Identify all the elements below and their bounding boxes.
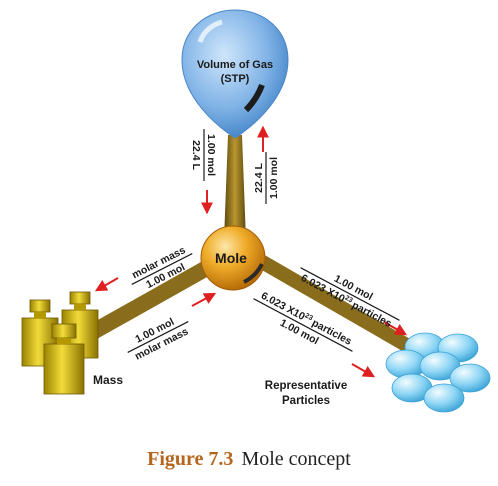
balloon-label-line1: Volume of Gas [197, 59, 273, 71]
arrow-particles-to-mole [351, 363, 376, 378]
gas-down-numerator: 1.00 mol [205, 134, 217, 176]
mole-sphere-stripe [243, 263, 264, 284]
mass-weights: Mass [21, 291, 123, 395]
balloon-dark-stripe [243, 83, 265, 113]
gas-down-denominator: 22.4 L [190, 140, 202, 170]
balloon-shape [181, 9, 289, 139]
connecting-rods [80, 135, 412, 352]
particle-5 [449, 363, 491, 393]
gas-up-denominator: 1.00 mol [268, 157, 280, 199]
mole-sphere: Mole [200, 225, 266, 291]
arrow-mass-to-mole [191, 292, 217, 307]
rod-to-particles [248, 250, 412, 352]
arrow-mole-to-particles [383, 321, 408, 336]
caption-title: Mole concept [241, 448, 351, 470]
mass-label: Mass [93, 373, 123, 387]
weight-front [43, 323, 85, 395]
gas-to-mole-fraction: 1.00 mol 22.4 L [190, 129, 217, 181]
particle-cluster: Representative Particles [265, 332, 491, 413]
particle-7 [423, 383, 465, 413]
figure-caption: Figure 7.3 Mole concept [147, 448, 351, 470]
rod-to-balloon [224, 135, 246, 240]
gas-up-numerator: 22.4 L [253, 163, 265, 193]
conversion-arrows [94, 125, 408, 378]
caption-text: Figure 7.3 Mole concept [147, 448, 351, 470]
mole-to-gas-fraction: 22.4 L 1.00 mol [253, 152, 280, 204]
caption-number: Figure 7.3 [147, 448, 233, 470]
mole-sphere-body [200, 225, 266, 291]
gas-balloon: Volume of Gas (STP) [181, 9, 289, 139]
arrow-mole-to-mass [94, 277, 119, 292]
particles-label-line1: Representative [265, 380, 347, 392]
balloon-highlight [197, 19, 223, 43]
balloon-label-line2: (STP) [221, 73, 250, 85]
particles-label-line2: Particles [282, 395, 330, 407]
rod-to-mass [80, 258, 216, 344]
mole-label: Mole [215, 250, 247, 266]
